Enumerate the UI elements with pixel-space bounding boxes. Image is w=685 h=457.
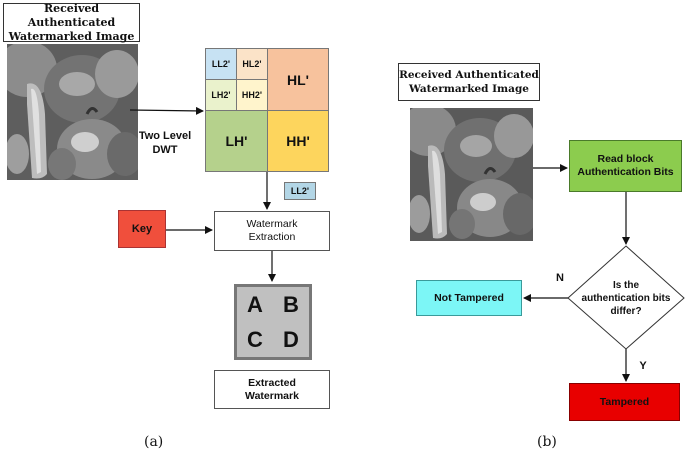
peppers-image-a-svg: [7, 44, 138, 180]
key-box: Key: [118, 210, 166, 248]
ll2-tag: LL2': [284, 182, 316, 200]
subband-hh2: HH2': [236, 79, 268, 111]
b-title-box: Received Authenticated Watermarked Image: [398, 63, 540, 101]
subband-lh: LH': [205, 110, 268, 172]
subband-ll2: LL2': [205, 48, 237, 80]
a-peppers-image: [7, 44, 138, 180]
read-block-box: Read block Authentication Bits: [569, 140, 682, 192]
label-y: Y: [639, 360, 647, 372]
subband-hl2: HL2': [236, 48, 268, 80]
caption-b: (b): [537, 434, 557, 450]
peppers-image-b-svg: [410, 108, 533, 241]
two-level-dwt-label: Two Level DWT: [138, 130, 192, 156]
label-n: N: [556, 272, 564, 284]
watermark-image: A B C D: [234, 284, 312, 360]
watermark-letter-d: D: [283, 326, 299, 352]
caption-a: (a): [144, 434, 164, 450]
decision-text: Is the authentication bits differ?: [581, 280, 671, 317]
subband-hl: HL': [267, 48, 329, 111]
watermark-letter-c: C: [247, 326, 263, 352]
a-title-box: Received Authenticated Watermarked Image: [3, 2, 140, 43]
tampered-box: Tampered: [569, 383, 680, 421]
not-tampered-box: Not Tampered: [416, 280, 522, 316]
subband-hh: HH': [267, 110, 329, 172]
arrow-image-to-dwt: [129, 106, 204, 115]
watermark-letter-b: B: [283, 291, 299, 317]
b-peppers-image: [410, 108, 533, 241]
extracted-watermark-box: Extracted Watermark: [214, 370, 330, 409]
subband-lh2: LH2': [205, 79, 237, 111]
watermark-extraction-box: Watermark Extraction: [214, 211, 330, 251]
watermark-letter-a: A: [247, 291, 263, 317]
